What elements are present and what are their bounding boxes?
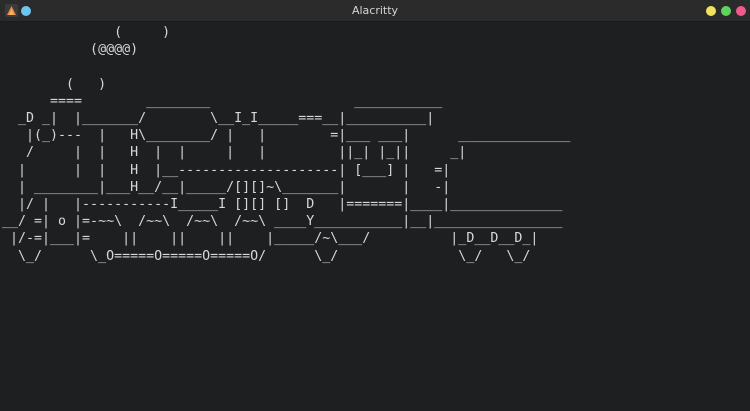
terminal-line: _D _| |_______/ \__I_I_____===__|_______… <box>2 111 435 127</box>
terminal-line: \_/ \_O=====O=====O=====O/ \_/ \_/ \_/ <box>2 248 531 264</box>
terminal-line: / | | H | | | | ||_| |_|| _| <box>2 145 467 161</box>
terminal-line: ==== ________ ___________ <box>2 93 443 109</box>
title-bar[interactable]: Alacritty <box>0 0 750 22</box>
terminal-line: ( ) <box>2 25 171 40</box>
terminal-line: |/ | |-----------I_____I [][] [] D |====… <box>2 197 563 213</box>
terminal-output[interactable]: ( ) (@@@@) ( ) ==== ________ ___________… <box>0 22 750 411</box>
terminal-line: __/ =| o |=-~~\ /~~\ /~~\ /~~\ ____Y____… <box>2 214 563 230</box>
terminal-line: | ________|___H__/__|_____/[][]~\_______… <box>2 179 451 195</box>
terminal-line: (@@@@) <box>2 42 139 58</box>
maximize-button[interactable] <box>721 6 731 16</box>
pin-button[interactable] <box>21 6 31 16</box>
terminal-line: |(_)--- | H\________/ | | =|___ ___| ___… <box>2 128 571 144</box>
minimize-button[interactable] <box>706 6 716 16</box>
terminal-line: ( ) <box>2 76 107 92</box>
ascii-train-art: ( ) (@@@@) ( ) ==== ________ ___________… <box>2 24 570 265</box>
close-button[interactable] <box>736 6 746 16</box>
terminal-line: |/-=|___|= || || || |_____/~\___/ |_D__D… <box>2 231 539 247</box>
alacritty-terminal-icon[interactable] <box>5 4 18 17</box>
window-title: Alacritty <box>351 4 399 17</box>
terminal-line: | | | H |__--------------------| [___] |… <box>2 162 451 178</box>
